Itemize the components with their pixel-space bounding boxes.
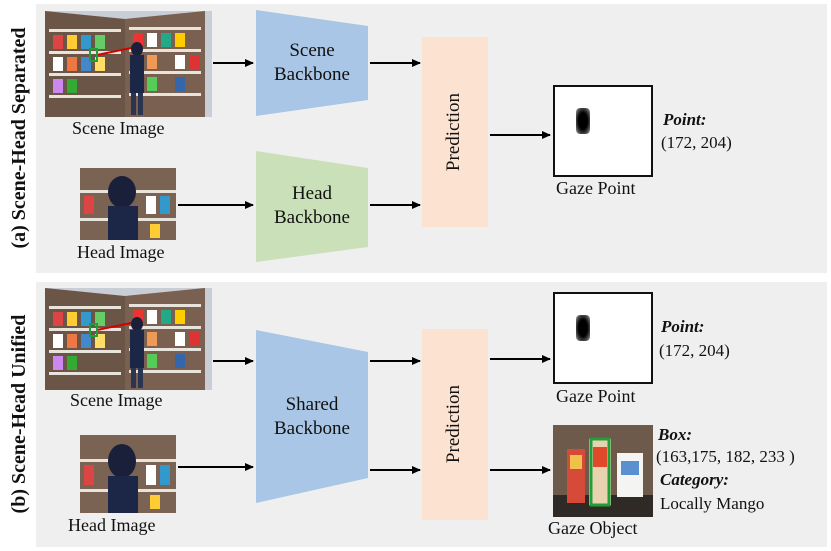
scene-image-a-art bbox=[45, 11, 212, 117]
gaze-point-caption-a: Gaze Point bbox=[556, 178, 636, 198]
head-image-b-art bbox=[80, 435, 176, 513]
gaze-point-blob-b bbox=[576, 315, 590, 341]
prediction-label-a: Prediction bbox=[443, 92, 464, 172]
gaze-object-image-art bbox=[553, 425, 653, 517]
head-image-a-art bbox=[80, 168, 176, 240]
gaze-point-caption-b: Gaze Point bbox=[556, 386, 636, 406]
gaze-point-blob-a bbox=[576, 108, 590, 134]
point-value-b: (172, 204) bbox=[659, 341, 730, 360]
point-title-a: Point: bbox=[663, 110, 707, 129]
prediction-box-b bbox=[422, 329, 488, 520]
head-backbone-shape bbox=[256, 151, 368, 262]
point-value-a: (172, 204) bbox=[661, 133, 732, 152]
prediction-label-b: Prediction bbox=[443, 384, 464, 464]
scene-image-b bbox=[45, 288, 212, 390]
shared-backbone-label: Shared Backbone bbox=[262, 393, 362, 441]
head-caption-b: Head Image bbox=[68, 515, 156, 535]
scene-backbone-label: Scene Backbone bbox=[262, 39, 362, 87]
gaze-point-heatmap-a bbox=[553, 85, 653, 177]
point-title-b: Point: bbox=[661, 317, 705, 336]
scene-image-b-art bbox=[45, 288, 212, 390]
shared-backbone-shape bbox=[256, 330, 368, 503]
head-image-b bbox=[80, 435, 176, 513]
prediction-box-a bbox=[422, 37, 488, 227]
scene-backbone-line2: Backbone bbox=[274, 64, 350, 85]
category-title: Category: bbox=[660, 470, 729, 489]
head-backbone-line1: Head bbox=[291, 183, 333, 204]
scene-backbone-shape bbox=[256, 10, 368, 116]
box-value: (163,175, 182, 233 ) bbox=[656, 447, 795, 466]
scene-image-a bbox=[45, 11, 212, 117]
head-caption-a: Head Image bbox=[77, 242, 165, 262]
gaze-object-caption: Gaze Object bbox=[548, 518, 638, 538]
category-value: Locally Mango bbox=[660, 494, 765, 513]
scene-caption-b: Scene Image bbox=[70, 390, 163, 410]
head-backbone-label: Head Backbone bbox=[262, 182, 362, 230]
gaze-point-heatmap-b bbox=[553, 292, 653, 384]
box-title: Box: bbox=[658, 425, 692, 444]
scene-backbone-line1: Scene bbox=[289, 40, 335, 61]
head-backbone-line2: Backbone bbox=[274, 207, 350, 228]
head-image-a bbox=[80, 168, 176, 240]
gaze-object-image bbox=[553, 425, 653, 517]
shared-backbone-line2: Backbone bbox=[274, 418, 350, 439]
scene-caption-a: Scene Image bbox=[72, 118, 165, 138]
shared-backbone-line1: Shared bbox=[285, 394, 339, 415]
